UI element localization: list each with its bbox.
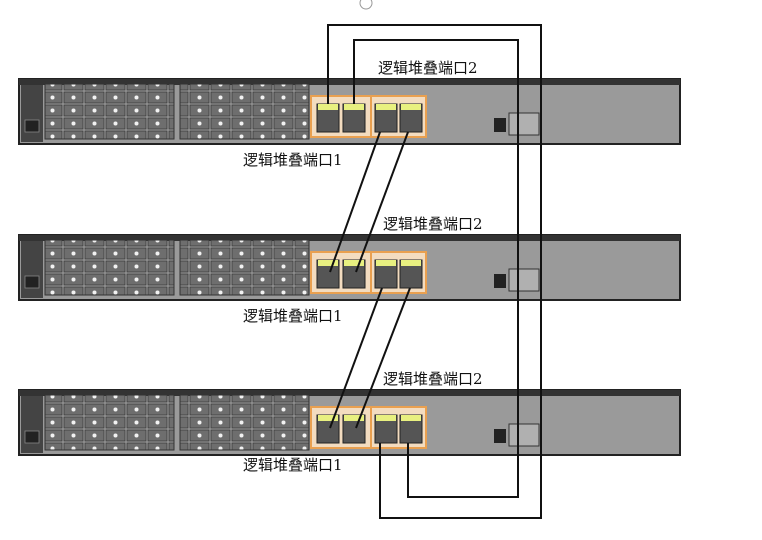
left-panel-slot: [24, 430, 40, 444]
console-port: [508, 423, 540, 447]
left-panel: [21, 85, 43, 142]
stack-cable: [329, 131, 381, 273]
left-panel-slot: [24, 275, 40, 289]
left-panel-slot: [24, 119, 40, 133]
switch-2: 逻辑堆叠端口1 逻辑堆叠端口2: [18, 215, 681, 325]
stack-cable: [355, 131, 409, 273]
stack-cable: [329, 287, 383, 429]
sfp-led: [401, 415, 421, 421]
chassis-top-edge: [19, 235, 680, 241]
sfp-led: [344, 260, 364, 266]
console-port: [508, 268, 540, 292]
label-stack-port-1: 逻辑堆叠端口1: [243, 307, 343, 325]
sfp-led: [318, 104, 338, 110]
sfp-led: [318, 260, 338, 266]
port-bank-1: [44, 394, 175, 451]
switch-3: 逻辑堆叠端口1 逻辑堆叠端口2: [18, 370, 681, 474]
mgmt-port: [494, 274, 506, 288]
sfp-led: [344, 104, 364, 110]
sfp-led: [376, 415, 396, 421]
left-panel: [21, 396, 43, 453]
sfp-led: [376, 260, 396, 266]
chassis-top-edge: [19, 79, 680, 85]
console-port: [508, 112, 540, 136]
port-bank-2: [179, 239, 310, 296]
stack-cables: [327, 24, 542, 519]
label-stack-port-2: 逻辑堆叠端口2: [378, 59, 478, 77]
ring-cable-outer: [327, 24, 542, 519]
label-stack-port-1: 逻辑堆叠端口1: [243, 151, 343, 169]
switch-1: 逻辑堆叠端口1 逻辑堆叠端口2: [18, 59, 681, 169]
sfp-led: [344, 415, 364, 421]
sfp-led: [376, 104, 396, 110]
port-bank-2: [179, 394, 310, 451]
top-marker: [359, 0, 373, 10]
sfp-led: [401, 104, 421, 110]
left-panel: [21, 241, 43, 298]
port-bank-2: [179, 83, 310, 140]
chassis-top-edge: [19, 390, 680, 396]
label-stack-port-1: 逻辑堆叠端口1: [243, 456, 343, 474]
sfp-led: [401, 260, 421, 266]
ring-cable-inner: [353, 39, 519, 498]
mgmt-port: [494, 429, 506, 443]
port-bank-1: [44, 239, 175, 296]
label-stack-port-2: 逻辑堆叠端口2: [383, 215, 483, 233]
mgmt-port: [494, 118, 506, 132]
stack-cable: [355, 287, 411, 429]
label-stack-port-2: 逻辑堆叠端口2: [383, 370, 483, 388]
port-bank-1: [44, 83, 175, 140]
sfp-led: [318, 415, 338, 421]
